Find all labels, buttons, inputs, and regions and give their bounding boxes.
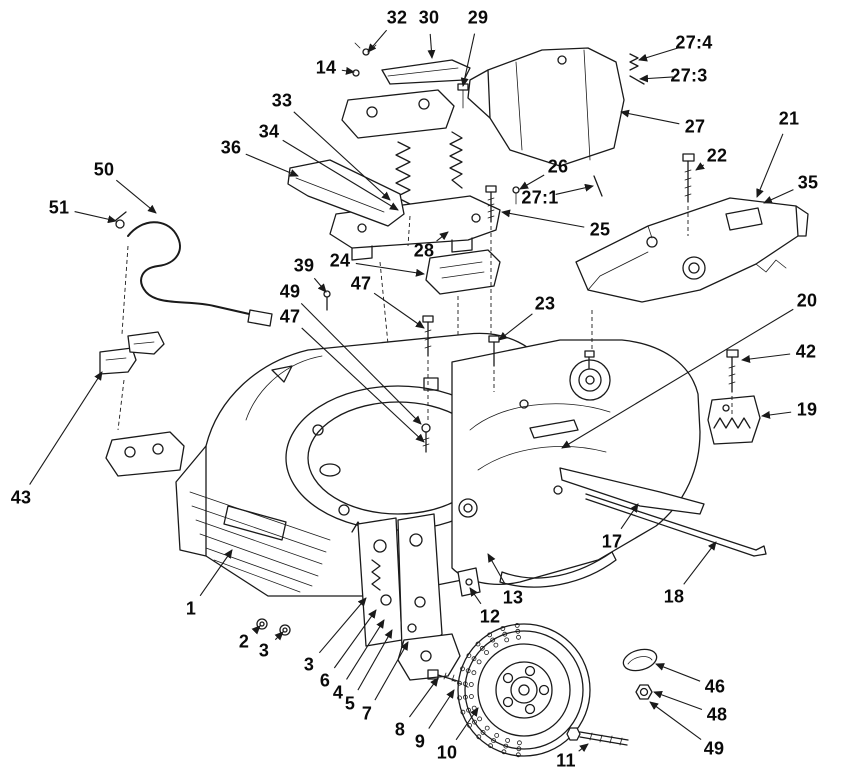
wheel-art <box>456 623 591 758</box>
discharge-chute-art <box>467 47 645 167</box>
bolt-42-bracket-19-art <box>707 349 761 445</box>
deck-bolts-art <box>323 290 500 453</box>
guide-rod-art <box>115 211 273 327</box>
rear-cover-art <box>575 197 809 303</box>
baffle-art <box>287 159 405 227</box>
housing-right-art <box>451 339 701 588</box>
left-bracket-art <box>105 431 185 477</box>
callout-leader-lines <box>29 29 794 753</box>
cable-clips-art <box>99 331 165 375</box>
washers-art <box>256 567 481 636</box>
bolt-22-art <box>682 153 695 203</box>
handle-assembly-art <box>329 42 603 295</box>
blade-and-rod-art <box>559 467 767 557</box>
alignment-dashes <box>117 206 733 689</box>
hub-hardware-art <box>566 648 658 746</box>
